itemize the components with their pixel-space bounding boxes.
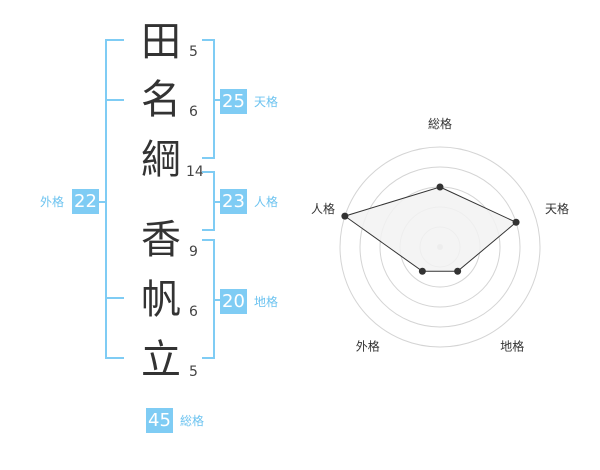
name-char-2: 名: [141, 77, 181, 123]
stroke-count-3: 14: [186, 164, 204, 180]
stroke-count-1: 5: [189, 44, 198, 60]
radar-point-3: [454, 267, 462, 275]
radar-axis-label-5: 人格: [311, 201, 335, 216]
chikaku-label: 地格: [254, 295, 279, 309]
stroke-count-2: 6: [189, 104, 198, 120]
radar-ring-5: [339, 146, 541, 348]
radar-axis-label-1: 総格: [428, 116, 452, 131]
radar-points: [341, 183, 520, 275]
radar-ring-4: [359, 166, 521, 328]
name-char-6: 立: [141, 337, 181, 383]
gaikaku-label: 外格: [40, 195, 65, 209]
stroke-count-6: 5: [189, 364, 198, 380]
tenkaku-label: 天格: [254, 95, 279, 109]
radar-point-5: [341, 212, 349, 220]
radar-axis-label-3: 地格: [500, 339, 524, 354]
name-char-5: 帆: [141, 277, 181, 323]
stroke-count-5: 6: [189, 304, 198, 320]
stroke-count-4: 9: [189, 244, 198, 260]
radar-axis-label-4: 外格: [356, 339, 380, 354]
jinkaku-badge: 23: [220, 189, 247, 214]
chikaku-badge: 20: [220, 289, 247, 314]
radar-shape: [343, 186, 518, 272]
jinkaku-label: 人格: [254, 195, 279, 209]
radar-point-1: [436, 183, 444, 191]
soukaku-badge: 45: [146, 408, 173, 433]
radar-point-2: [512, 218, 520, 226]
soukaku-label: 総格: [180, 414, 205, 428]
name-char-4: 香: [141, 217, 181, 263]
gaikaku-badge: 22: [72, 189, 99, 214]
tenkaku-badge: 25: [220, 89, 247, 114]
radar-axis-label-2: 天格: [545, 201, 569, 216]
name-char-1: 田: [141, 19, 181, 65]
name-char-3: 綱: [141, 137, 181, 183]
radar-point-4: [418, 267, 426, 275]
